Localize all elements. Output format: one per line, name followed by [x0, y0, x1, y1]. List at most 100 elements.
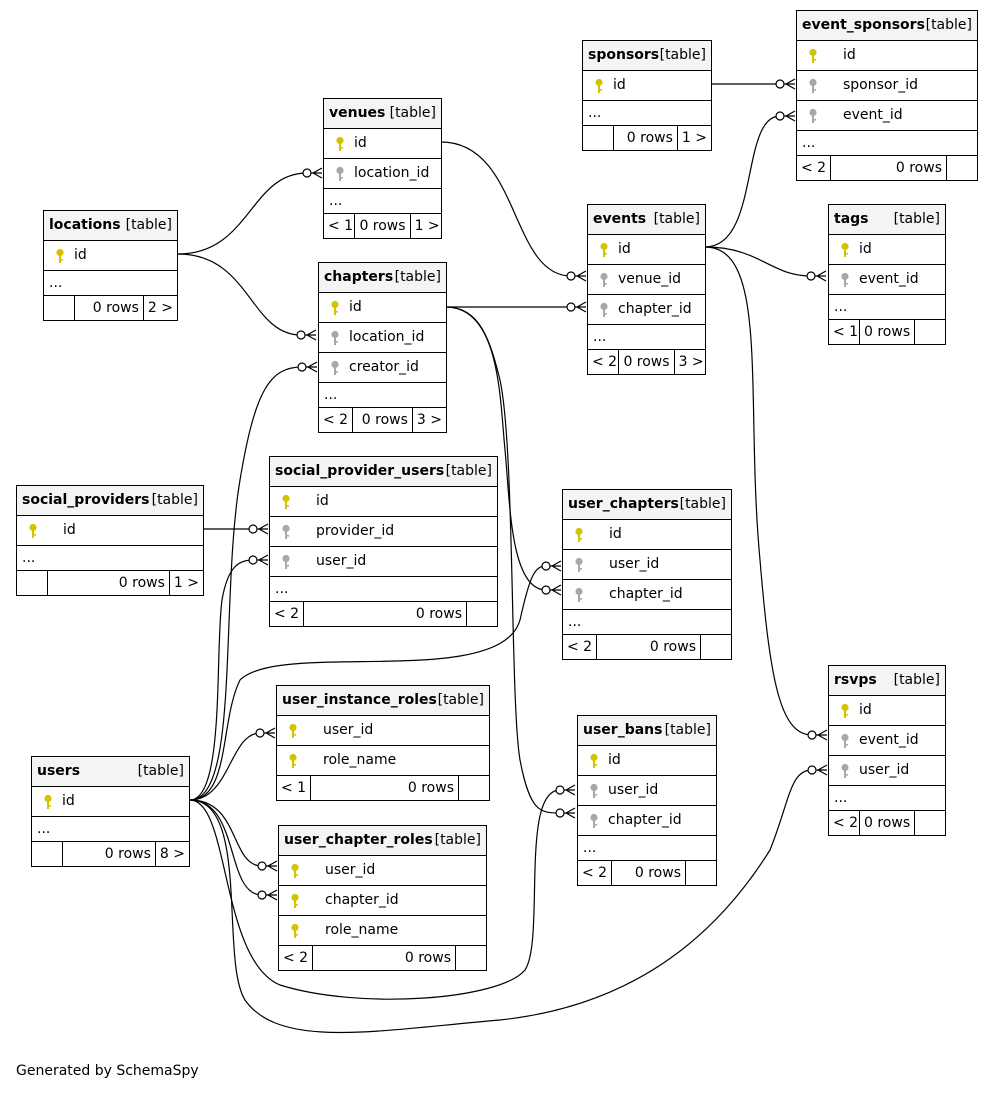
column-row[interactable]: chapter_id [563, 580, 731, 610]
more-columns[interactable]: ... [17, 546, 203, 571]
parents-link[interactable]: < 2 [588, 350, 620, 374]
table-name[interactable]: rsvps [834, 672, 877, 688]
more-columns[interactable]: ... [319, 383, 446, 408]
more-columns[interactable]: ... [324, 189, 441, 214]
table-name[interactable]: venues [329, 105, 386, 121]
parents-link[interactable]: < 2 [319, 408, 354, 432]
column-row[interactable]: id [17, 516, 203, 546]
table-name[interactable]: chapters [324, 269, 394, 285]
column-row[interactable]: role_name [277, 746, 489, 776]
table-name[interactable]: social_providers [22, 492, 150, 508]
table-name[interactable]: event_sponsors [802, 17, 925, 33]
parents-link[interactable] [583, 126, 614, 150]
column-row[interactable]: id [319, 293, 446, 323]
column-row[interactable]: id [829, 235, 945, 265]
parents-link[interactable] [17, 571, 48, 595]
parents-link[interactable]: < 2 [270, 602, 305, 626]
parents-link[interactable] [44, 296, 75, 320]
column-row[interactable]: user_id [279, 856, 486, 886]
parents-link[interactable]: < 2 [279, 946, 314, 970]
table-name[interactable]: tags [834, 211, 869, 227]
parents-link[interactable]: < 2 [829, 811, 860, 835]
table-name[interactable]: users [37, 763, 81, 779]
more-columns[interactable]: ... [583, 101, 711, 126]
more-columns[interactable]: ... [44, 271, 177, 296]
children-link[interactable] [947, 156, 977, 180]
column-row[interactable]: event_id [797, 101, 977, 131]
column-row[interactable]: sponsor_id [797, 71, 977, 101]
table-name[interactable]: user_chapter_roles [284, 832, 433, 848]
children-link[interactable] [459, 776, 489, 800]
column-row[interactable]: id [44, 241, 177, 271]
parents-link[interactable]: < 1 [829, 320, 860, 344]
column-row[interactable]: venue_id [588, 265, 705, 295]
table-name[interactable]: social_provider_users [275, 463, 445, 479]
column-row[interactable]: role_name [279, 916, 486, 946]
more-columns[interactable]: ... [588, 325, 705, 350]
column-row[interactable]: id [583, 71, 711, 101]
parents-link[interactable] [32, 842, 63, 866]
more-columns[interactable]: ... [829, 295, 945, 320]
column-row[interactable]: event_id [829, 726, 945, 756]
column-row[interactable]: user_id [578, 776, 716, 806]
children-link[interactable] [915, 811, 945, 835]
children-link[interactable] [915, 320, 945, 344]
more-columns[interactable]: ... [578, 836, 716, 861]
more-columns[interactable]: ... [829, 786, 945, 811]
column-row[interactable]: chapter_id [279, 886, 486, 916]
column-row[interactable]: user_id [277, 716, 489, 746]
children-link[interactable]: 1 > [414, 218, 440, 234]
column-row[interactable]: id [578, 746, 716, 776]
column-row[interactable]: id [324, 129, 441, 159]
parents-link[interactable]: < 2 [578, 861, 613, 885]
children-link[interactable] [467, 602, 497, 626]
column-row[interactable]: id [829, 696, 945, 726]
column-row[interactable]: location_id [324, 159, 441, 189]
column-row[interactable]: id [563, 520, 731, 550]
children-link[interactable]: 2 > [147, 300, 173, 316]
parents-link[interactable]: < 1 [324, 214, 356, 238]
column-row[interactable]: id [797, 41, 977, 71]
column-row[interactable]: chapter_id [578, 806, 716, 836]
column-row[interactable]: location_id [319, 323, 446, 353]
column-row[interactable]: user_id [829, 756, 945, 786]
column-row[interactable]: user_id [563, 550, 731, 580]
table-name[interactable]: events [593, 211, 647, 227]
table-name[interactable]: sponsors [588, 47, 660, 63]
children-link[interactable]: 1 > [173, 575, 199, 591]
table-name[interactable]: locations [49, 217, 121, 233]
column-row[interactable]: creator_id [319, 353, 446, 383]
parents-link[interactable]: < 1 [277, 776, 312, 800]
column-row[interactable]: id [588, 235, 705, 265]
children-link[interactable]: 3 > [678, 354, 704, 370]
children-link[interactable]: 3 > [416, 412, 442, 428]
parents-link[interactable]: < 2 [797, 156, 832, 180]
column-row[interactable]: chapter_id [588, 295, 705, 325]
column-row[interactable]: id [270, 487, 497, 517]
children-link[interactable] [456, 946, 486, 970]
children-link[interactable]: 1 > [681, 130, 707, 146]
column-row[interactable]: event_id [829, 265, 945, 295]
more-columns[interactable]: ... [270, 577, 497, 602]
more-columns[interactable]: ... [563, 610, 731, 635]
table-name[interactable]: user_bans [583, 722, 663, 738]
column-row[interactable]: id [32, 787, 189, 817]
children-link[interactable] [686, 861, 716, 885]
more-columns[interactable]: ... [797, 131, 977, 156]
table-name[interactable]: user_chapters [568, 496, 679, 512]
children-link[interactable] [701, 635, 731, 659]
